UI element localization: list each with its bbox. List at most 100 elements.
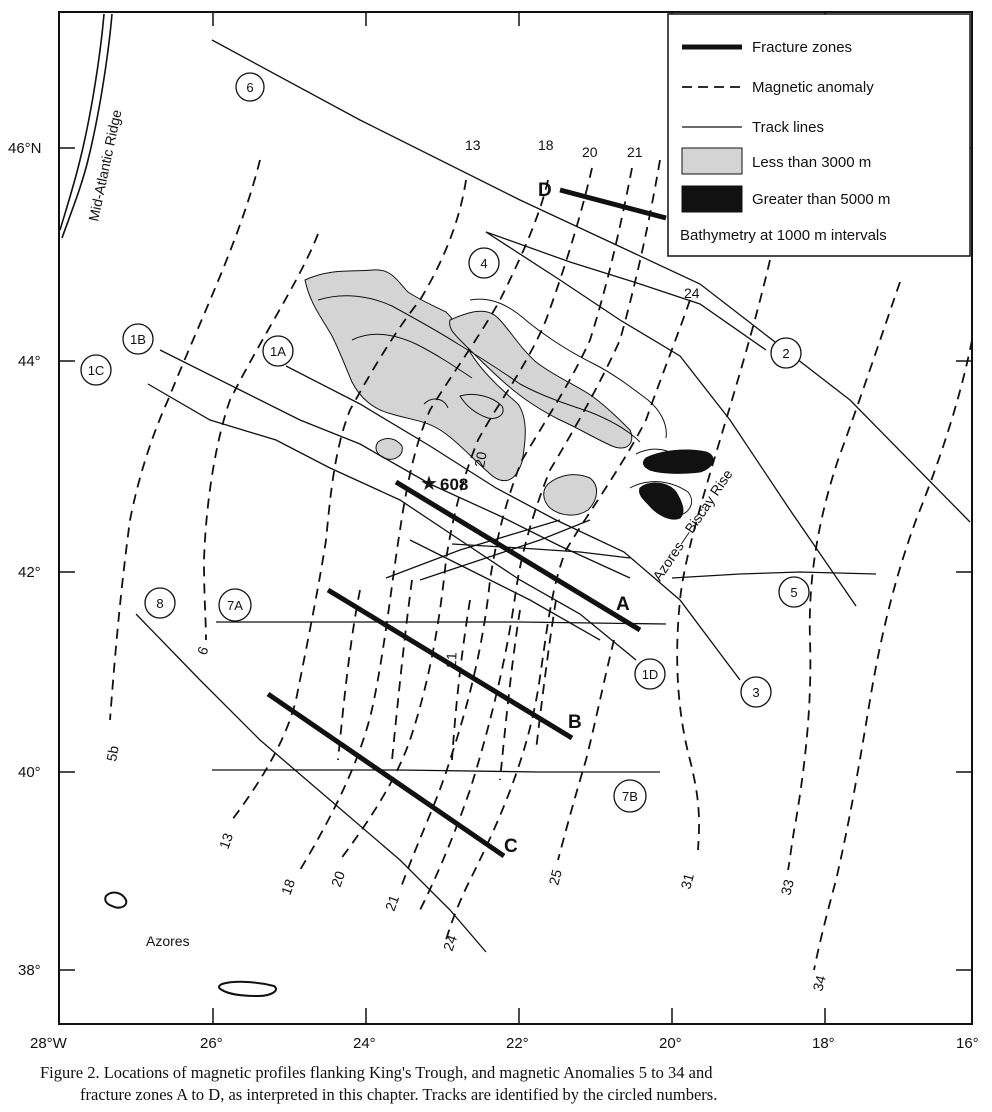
lon-label-16: 16°	[956, 1035, 979, 1052]
legend-deep-label: Greater than 5000 m	[752, 191, 890, 208]
lon-label-28w: 28°W	[30, 1035, 68, 1052]
legend-fracture-label: Fracture zones	[752, 39, 852, 56]
lon-label-18: 18°	[812, 1035, 835, 1052]
map-figure: 28°W 26° 24° 22° 20° 18° 16° 46°N 44° 42…	[8, 11, 979, 1052]
fracture-zones	[266, 187, 667, 859]
anomaly-label-31: 31	[677, 871, 697, 890]
track-8-circle	[144, 587, 176, 619]
anomaly-label-33: 33	[777, 877, 797, 896]
track-7b-circle	[613, 779, 647, 813]
anomaly-21b	[419, 159, 661, 911]
anomaly-5b	[109, 159, 261, 721]
legend-bathy-label: Bathymetry at 1000 m intervals	[680, 227, 887, 244]
anomaly-31	[676, 259, 771, 851]
track-6-label: 6	[246, 80, 253, 95]
mid-atlantic-ridge	[59, 13, 113, 239]
fracture-zone-d-label: D	[538, 180, 552, 201]
anomaly-label-24: 24	[440, 933, 460, 953]
legend-deep-swatch	[681, 185, 743, 213]
anomaly-label-21-top: 21	[627, 144, 643, 160]
deep-bathymetry	[639, 449, 714, 520]
anomaly-34	[813, 339, 973, 971]
latitude-labels: 46°N 44° 42° 40° 38°	[8, 140, 42, 979]
track-lines	[135, 39, 971, 953]
lat-label-44: 44°	[18, 353, 41, 370]
lat-label-46n: 46°N	[8, 140, 42, 157]
track-1d-label: 1D	[642, 667, 659, 682]
anomaly-label-20: 20	[328, 869, 348, 889]
anomaly-mid-d	[499, 609, 521, 781]
anomaly-20	[339, 167, 593, 861]
anomaly-label-18: 18	[278, 877, 298, 897]
track-3-circle	[740, 676, 772, 708]
track-4-circle	[468, 247, 500, 279]
lon-label-24: 24°	[353, 1035, 376, 1052]
shallow-bathymetry	[304, 269, 633, 516]
track-3-label: 3	[752, 685, 759, 700]
legend-shallow-swatch	[681, 147, 743, 175]
lon-label-20: 20°	[659, 1035, 682, 1052]
track-7a-label: 7A	[227, 598, 243, 613]
anomaly-mid-a	[337, 589, 361, 761]
track-7b-label: 7B	[622, 789, 638, 804]
legend-box	[667, 13, 971, 257]
track-cross-4	[409, 539, 601, 641]
azores-islands	[104, 891, 277, 998]
fracture-zone-b-label: B	[568, 712, 582, 733]
anomaly-label-24-top: 24	[684, 285, 700, 301]
anomaly-mid-e	[535, 599, 557, 751]
anomaly-label-20-top: 20	[582, 144, 598, 160]
anomaly-25	[557, 639, 615, 861]
track-5-circle	[778, 576, 810, 608]
track-cross-3	[451, 543, 631, 559]
fracture-zone-c-label: C	[504, 836, 518, 857]
fracture-zone-c	[266, 691, 506, 859]
track-markers	[80, 72, 810, 813]
track-5	[671, 571, 877, 579]
anomaly-21	[399, 167, 633, 891]
anomaly-labels-bottom: 5b 13 18 20 21 24 25 31 33 34	[103, 744, 829, 993]
track-7b	[212, 769, 660, 773]
track-2-circle	[770, 337, 802, 369]
anomaly-label-21: 21	[382, 893, 402, 913]
legend: Fracture zones Magnetic anomaly Track li…	[667, 13, 971, 257]
lon-label-22: 22°	[506, 1035, 529, 1052]
track-2-label: 2	[782, 346, 789, 361]
figure-caption: Figure 2. Locations of magnetic profiles…	[40, 1062, 970, 1106]
anomaly-mid-b	[391, 579, 413, 761]
track-1c	[147, 383, 637, 661]
track-1a-circle	[262, 335, 294, 367]
anomaly-24	[445, 299, 691, 941]
lat-label-38: 38°	[18, 962, 41, 979]
track-2	[485, 231, 767, 351]
anomaly-mid-c	[451, 599, 471, 761]
azores-label: Azores	[146, 933, 190, 949]
anomaly-label-18-top: 18	[538, 137, 554, 153]
anomaly-labels-top: 13 18 20 21 24	[465, 137, 700, 301]
fracture-zone-a-label: A	[616, 594, 630, 615]
bathymetry-contours	[317, 295, 692, 517]
anomaly-label-6-mid: 6	[194, 644, 212, 657]
magnetic-anomalies	[109, 159, 973, 971]
track-7a-circle	[218, 588, 252, 622]
fracture-zone-a	[394, 479, 642, 633]
anomaly-label-21-mid: 21	[443, 652, 460, 668]
legend-track-label: Track lines	[752, 119, 824, 136]
anomaly-label-25: 25	[545, 867, 565, 886]
track-1c-circle	[80, 354, 112, 386]
map-ticks	[59, 12, 972, 1024]
ridge-label: Mid-Atlantic Ridge	[85, 108, 124, 223]
lat-label-40: 40°	[18, 764, 41, 781]
track-6-circle	[235, 72, 265, 102]
track-1c-label: 1C	[88, 363, 105, 378]
site-label: 608	[440, 475, 468, 494]
anomaly-label-13: 13	[216, 831, 236, 851]
site-star-icon: ★	[420, 471, 438, 495]
longitude-labels: 28°W 26° 24° 22° 20° 18° 16°	[30, 1035, 979, 1052]
track-1a	[285, 365, 741, 681]
caption-line-1: Figure 2. Locations of magnetic profiles…	[40, 1063, 713, 1082]
anomaly-label-5b: 5b	[103, 744, 121, 762]
anomaly-label-20-mid: 20	[471, 450, 489, 468]
lon-label-26: 26°	[200, 1035, 223, 1052]
track-6	[211, 39, 971, 523]
